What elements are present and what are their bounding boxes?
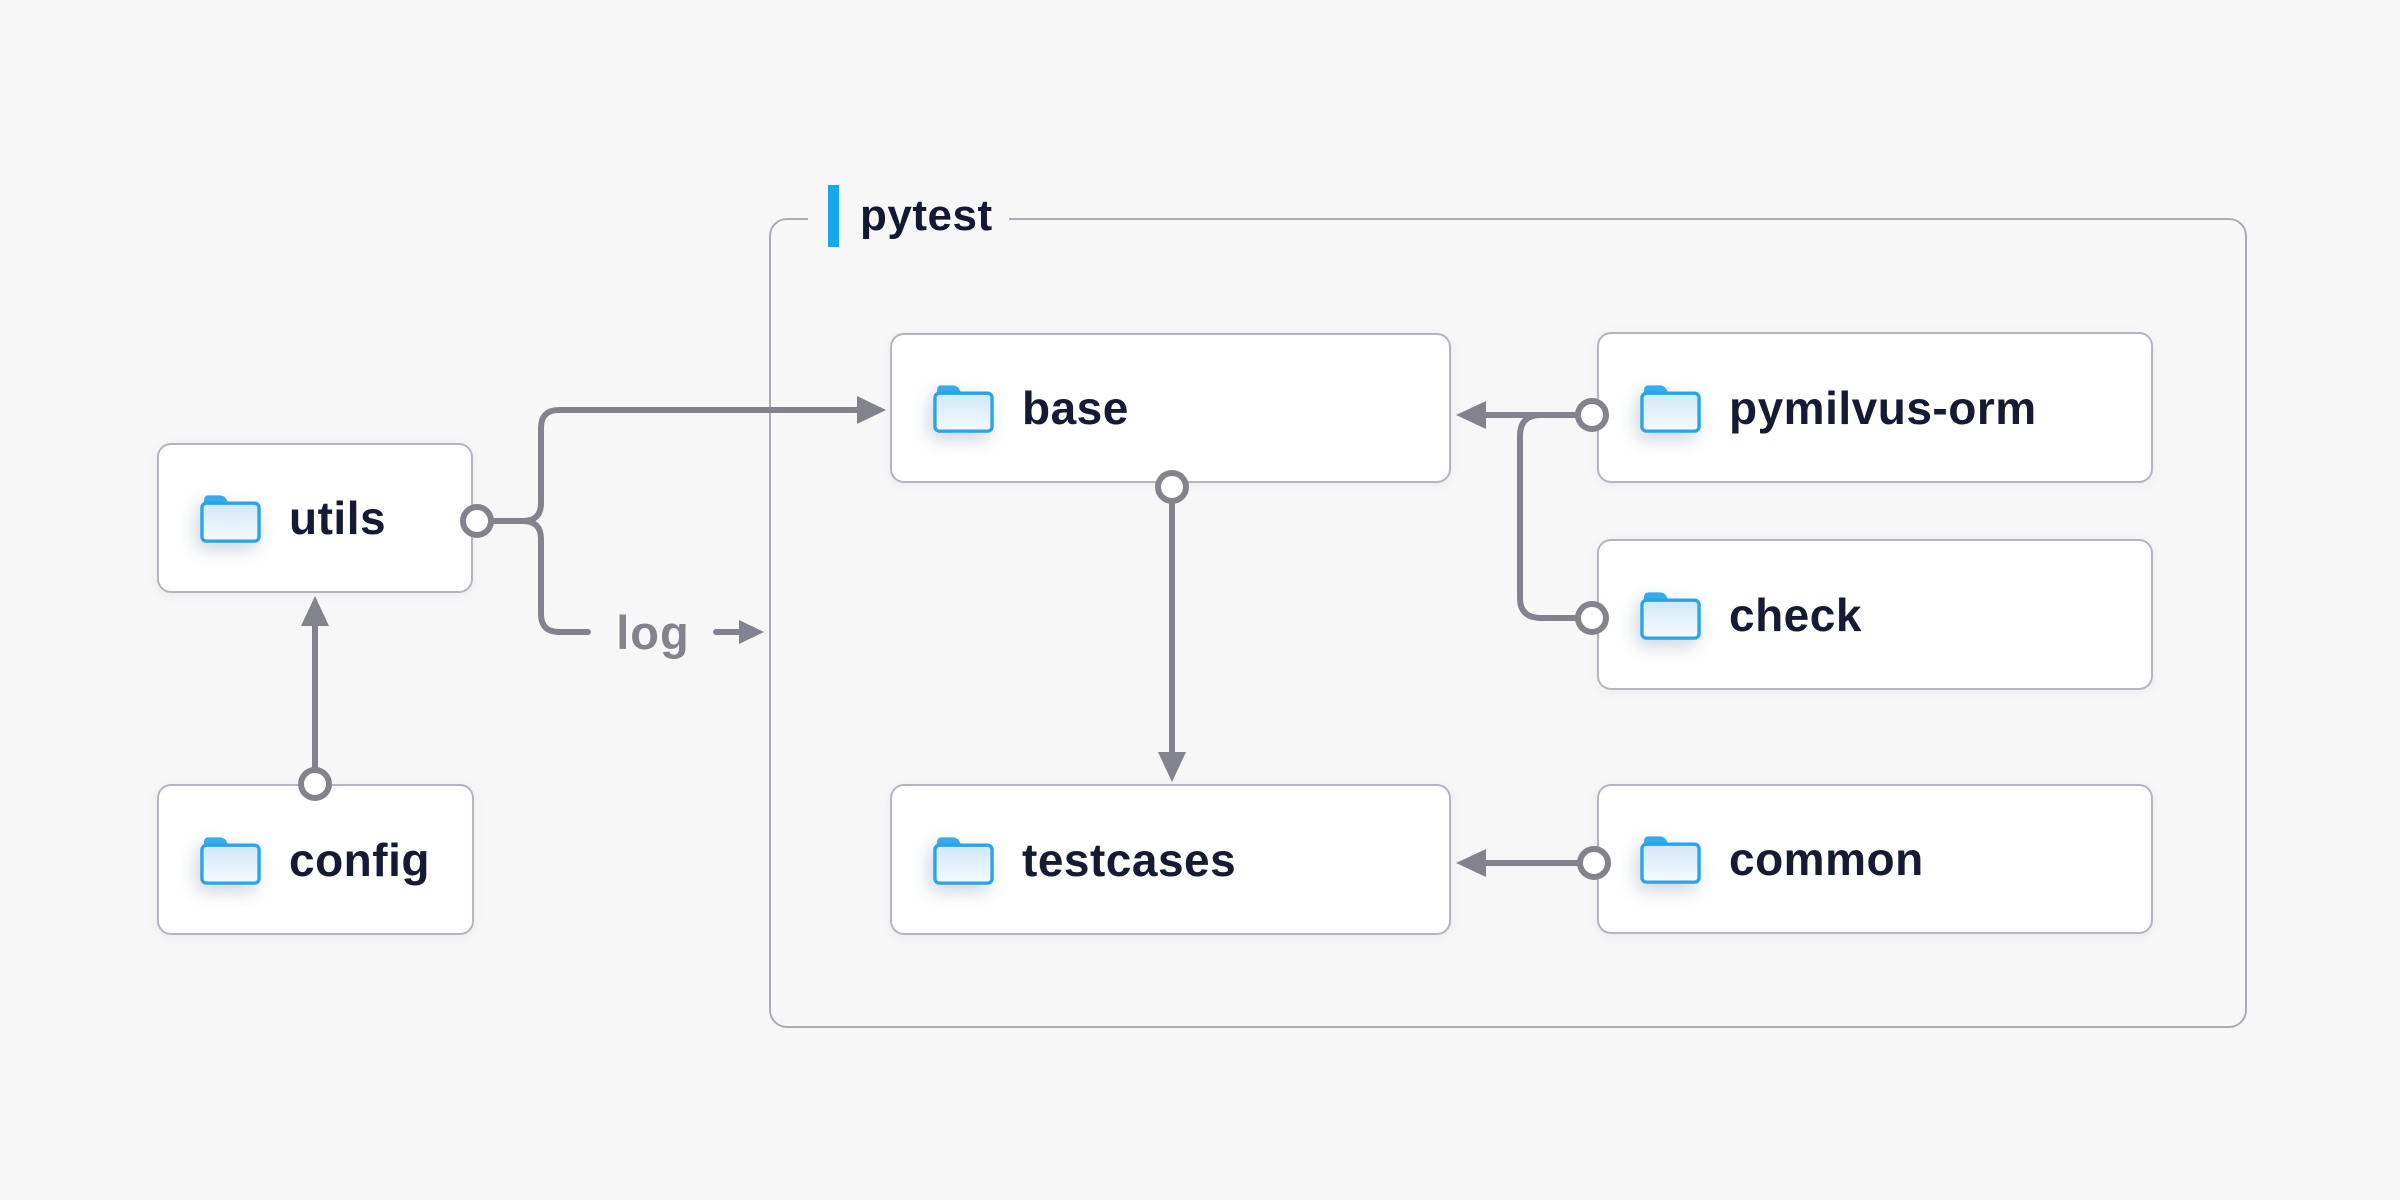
- node-label: base: [1022, 382, 1129, 434]
- folder-icon: [200, 495, 261, 543]
- node-utils: utils: [157, 443, 473, 593]
- node-config: config: [157, 784, 474, 935]
- arrowhead-right: [739, 620, 764, 644]
- node-check: check: [1597, 539, 2153, 690]
- folder-icon: [1640, 836, 1701, 884]
- pytest-group-label: pytest: [808, 185, 1009, 247]
- arrowhead-up: [301, 596, 329, 626]
- folder-icon: [200, 836, 261, 885]
- node-label: common: [1729, 833, 1924, 885]
- node-common: common: [1597, 784, 2153, 934]
- node-testcases: testcases: [890, 784, 1451, 935]
- pytest-group-title: pytest: [860, 191, 993, 240]
- folder-icon: [1640, 384, 1701, 433]
- edge-config-utils: [298, 596, 332, 801]
- node-label: check: [1729, 588, 1862, 641]
- edge-label-log: log: [616, 606, 690, 659]
- node-label: utils: [289, 492, 387, 544]
- node-base: base: [890, 333, 1451, 483]
- folder-icon: [933, 385, 994, 433]
- node-pymilvus-orm: pymilvus-orm: [1597, 332, 2153, 483]
- node-label: config: [289, 833, 430, 886]
- pytest-group-container: [769, 218, 2247, 1028]
- accent-bar: [828, 185, 839, 247]
- folder-icon: [1640, 591, 1701, 640]
- node-label: pymilvus-orm: [1729, 381, 2037, 434]
- node-label: testcases: [1022, 833, 1237, 886]
- folder-icon: [933, 836, 994, 885]
